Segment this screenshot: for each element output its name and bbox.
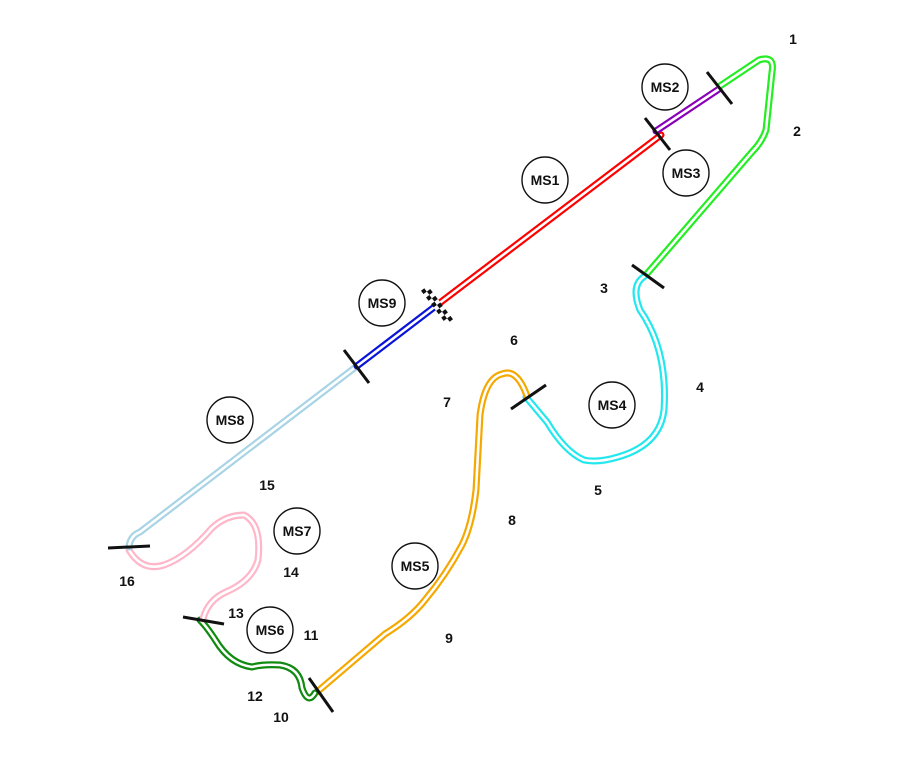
turn-number-11: 11 <box>304 627 319 643</box>
sector-badge-ms5: MS5 <box>391 542 439 590</box>
sector-boundary-marker <box>631 263 665 290</box>
sector-boundary-marker <box>182 615 225 626</box>
sector-badge-circle <box>588 381 636 429</box>
segment-ms7-center <box>127 513 260 621</box>
start-finish-flag <box>421 285 453 325</box>
sector-badge-circle <box>521 156 569 204</box>
turn-number-8: 8 <box>508 512 516 528</box>
flag-square <box>439 305 446 312</box>
sector-badge-label: MS7 <box>283 523 312 539</box>
sector-badge-circle <box>641 63 689 111</box>
sector-badge-ms2: MS2 <box>641 63 689 111</box>
segment-ms5-center <box>315 371 529 694</box>
turn-number-4: 4 <box>696 379 704 395</box>
turn-number-13: 13 <box>228 605 244 621</box>
flag-square <box>431 301 437 308</box>
sector-badge-circle <box>358 279 406 327</box>
turn-number-6: 6 <box>510 332 518 348</box>
turn-number-7: 7 <box>443 394 451 410</box>
turn-number-12: 12 <box>247 688 263 704</box>
flag-square <box>423 291 430 298</box>
segment-ms5-outline <box>313 369 531 696</box>
segment-ms8-center <box>127 364 359 549</box>
turn-number-9: 9 <box>445 630 453 646</box>
flag-square <box>426 289 433 295</box>
sector-badge-label: MS1 <box>531 172 560 188</box>
turn-number-5: 5 <box>594 482 602 498</box>
sector-markers <box>107 71 734 713</box>
track-segments <box>125 55 776 702</box>
sector-badge-label: MS3 <box>672 165 701 181</box>
flag-square <box>424 285 431 292</box>
sector-badge-circle <box>662 149 710 197</box>
sector-badge-label: MS6 <box>256 622 285 638</box>
sector-badge-circle <box>206 396 254 444</box>
segment-ms6-center <box>198 618 317 700</box>
segment-ms4-center <box>524 274 666 463</box>
sector-badge-circle <box>273 507 321 555</box>
flag-square <box>438 311 445 318</box>
sector-badge-ms9: MS9 <box>358 279 406 327</box>
sector-badge-label: MS8 <box>216 412 245 428</box>
flag-square <box>436 308 443 315</box>
flag-square <box>447 315 453 322</box>
turn-number-1: 1 <box>789 31 797 47</box>
checkered-flag <box>421 285 453 325</box>
flag-square <box>434 299 441 305</box>
flag-square <box>443 318 450 325</box>
sector-badge-ms6: MS6 <box>246 606 294 654</box>
segment-ms4-outline <box>522 272 668 465</box>
sector-boundary-marker <box>705 71 734 105</box>
sector-badge-ms3: MS3 <box>662 149 710 197</box>
segment-ms1-center <box>435 133 663 307</box>
sector-badge-circle <box>246 606 294 654</box>
turn-number-14: 14 <box>283 564 299 580</box>
flag-square <box>431 295 438 302</box>
flag-square <box>426 294 432 301</box>
turn-number-16: 16 <box>119 573 135 589</box>
sector-badge-label: MS2 <box>651 79 680 95</box>
sector-badge-label: MS9 <box>368 295 397 311</box>
sector-badge-label: MS5 <box>401 558 430 574</box>
sector-boundary-marker <box>107 544 151 550</box>
flag-square <box>444 312 451 319</box>
segment-ms2-center <box>654 87 721 133</box>
sector-badge-ms4: MS4 <box>588 381 636 429</box>
sector-badge-ms8: MS8 <box>206 396 254 444</box>
turn-number-15: 15 <box>259 477 275 493</box>
turn-number-10: 10 <box>273 709 289 725</box>
sector-boundary-marker <box>307 677 335 713</box>
flag-square <box>428 298 435 305</box>
segment-ms9-center <box>355 303 439 368</box>
flag-square <box>442 309 448 316</box>
sector-badge-ms1: MS1 <box>521 156 569 204</box>
flag-square <box>421 288 427 295</box>
sector-boundary-marker <box>342 349 371 384</box>
sector-boundary-marker <box>510 383 547 411</box>
sector-boundary-marker <box>643 117 672 151</box>
segment-ms3-center <box>643 57 774 278</box>
sector-badge-label: MS4 <box>598 397 627 413</box>
flag-square <box>437 302 443 309</box>
flag-square <box>433 305 440 311</box>
flag-square <box>441 315 448 321</box>
sector-badge-circle <box>391 542 439 590</box>
sector-badge-ms7: MS7 <box>273 507 321 555</box>
turn-number-2: 2 <box>793 123 801 139</box>
turn-number-3: 3 <box>600 280 608 296</box>
flag-square <box>429 292 436 299</box>
